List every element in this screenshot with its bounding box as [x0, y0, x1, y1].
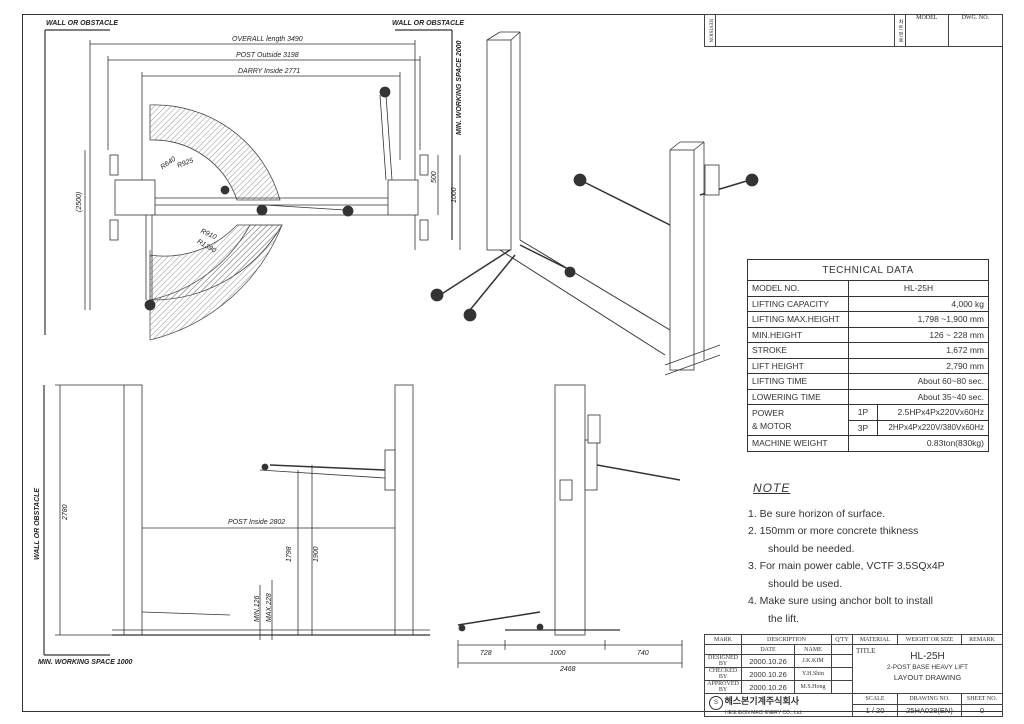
company-name-korean: 헤스본기계주식회사 [724, 696, 800, 706]
revision-label: REVISION [704, 14, 716, 47]
sheet-no-value: 0 [961, 703, 1003, 717]
note-2: 2. 150mm or more concrete thikness [748, 525, 919, 537]
drawing-description-2: LAYOUT DRAWING [893, 673, 962, 682]
darry-inside-label: DARRY Inside 2771 [238, 68, 301, 75]
scale-value: 1 / 20 [852, 703, 898, 717]
designed-name: J.K.KIM [794, 654, 832, 668]
checked-by-label: CHECKED BY [704, 667, 742, 681]
material-header: MATERIAL [852, 634, 898, 645]
drawing-no-header: DRAWING NO. [897, 693, 962, 705]
name-header: NAME [794, 644, 832, 655]
dim-2780-label: 2780 [62, 504, 69, 520]
model-header: MODEL [905, 14, 949, 47]
sheet-code-label: 차 트 번 호 [894, 14, 906, 47]
power-label: POWER [752, 408, 785, 418]
overall-length-label: OVERALL length 3490 [232, 36, 303, 43]
drawing-no-value: 25HA028(EN) [897, 703, 962, 717]
dwg-no-header: DWG. NO. [947, 14, 1004, 47]
description-header: DESCRIPTION [741, 634, 832, 645]
phase-1p-value: 2.5HPx4Px220Vx60Hz [877, 404, 989, 421]
dim-1900-label: 1900 [313, 546, 320, 562]
drawing-frame [22, 14, 1003, 712]
phase-1p: 1P [848, 404, 878, 421]
company-name-english: HESHBON MACHINERY CO., Ltd. [725, 709, 803, 716]
note-3-cont: should be used. [768, 577, 843, 590]
phase-3p: 3P [848, 419, 878, 436]
notes-section: NOTE 1. Be sure horizon of surface. 2. 1… [746, 480, 996, 628]
approved-by-label: APPROVED BY [704, 680, 742, 694]
dim-1000-side-label: 1000 [451, 187, 458, 203]
scale-header: SCALE [852, 693, 898, 705]
company-logo-icon: S [709, 695, 723, 710]
dim-728-label: 728 [480, 650, 492, 657]
dim-740-label: 740 [637, 650, 649, 657]
machine-weight-value: 0.83ton(830kg) [848, 435, 989, 452]
dim-2500-label: (2500) [76, 191, 83, 212]
notes-title: NOTE [753, 481, 791, 495]
post-outside-label: POST Outside 3198 [236, 52, 299, 59]
table-row: MODEL NO.HL-25H [747, 280, 989, 297]
title-block: MARK DESCRIPTION Q'TY MATERIAL WEIGHT OR… [704, 634, 1003, 717]
checked-date: 2000.10.26 [741, 667, 795, 681]
technical-data-table: TECHNICAL DATA MODEL NO.HL-25H LIFTING C… [747, 259, 989, 452]
revision-box: REVISION 차 트 번 호 MODEL DWG. NO. [704, 14, 1004, 47]
sheet-no-header: SHEET NO. [961, 693, 1003, 705]
min-working-space-label-bottom: MIN. WORKING SPACE 1000 [38, 659, 133, 666]
max-228-label: MAX.228 [266, 593, 273, 622]
note-4-cont: the lift. [768, 612, 799, 625]
checked-name: Y.H.Shin [794, 667, 832, 681]
designed-by-label: DESIGNED BY [704, 654, 742, 668]
model-title: HL-25H [910, 651, 945, 662]
approved-name: M.S.Hong [794, 680, 832, 694]
note-1: 1. Be sure horizon of surface. [748, 507, 886, 520]
drawing-description-1: 2-POST BASE HEAVY LIFT [887, 664, 968, 671]
machine-weight-label: MACHINE WEIGHT [747, 435, 849, 452]
wall-or-obstacle-label-side: WALL OR OBSTACLE [34, 487, 41, 560]
title-label: TITLE [856, 647, 876, 655]
weight-size-header: WEIGHT OR SIZE [897, 634, 962, 645]
note-3: 3. For main power cable, VCTF 3.5SQx4P [748, 560, 945, 572]
approved-date: 2000.10.26 [741, 680, 795, 694]
dim-500-label: 500 [431, 171, 438, 183]
dim-2468-label: 2468 [560, 666, 576, 673]
wall-or-obstacle-label-top-right: WALL OR OBSTACLE [392, 20, 465, 27]
wall-or-obstacle-label-top-left: WALL OR OBSTACLE [46, 20, 119, 27]
table-row: POWER & MOTOR 1P 2.5HPx4Px220Vx60Hz [747, 404, 989, 436]
designed-date: 2000.10.26 [741, 654, 795, 668]
note-4: 4. Make sure using anchor bolt to instal… [748, 595, 934, 607]
mark-header: MARK [704, 634, 742, 645]
remark-header: REMARK [961, 634, 1003, 645]
phase-3p-value: 2HPx4Px220V/380Vx60Hz [877, 419, 989, 436]
min-working-space-label-top: MIN. WORKING SPACE 2000 [456, 40, 463, 135]
date-header: DATE [741, 644, 795, 655]
dim-1000-label: 1000 [550, 650, 566, 657]
post-inside-label: POST Inside 2802 [228, 519, 286, 526]
min-126-label: MIN.126 [254, 595, 261, 622]
qty-header: Q'TY [831, 634, 853, 645]
motor-label: & MOTOR [752, 421, 792, 431]
dim-1798-label: 1798 [286, 546, 293, 562]
technical-data-title: TECHNICAL DATA [747, 259, 989, 281]
note-2-cont: should be needed. [768, 542, 855, 555]
